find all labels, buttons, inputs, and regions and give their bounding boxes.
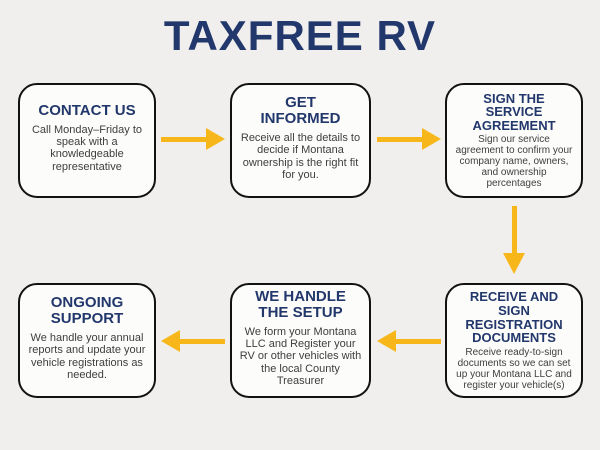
step-description: We handle your annual reports and update… — [28, 331, 146, 381]
step-description: We form your Montana LLC and Register yo… — [239, 325, 362, 387]
arrow-shaft — [377, 136, 422, 142]
step-title: SIGN THE SERVICE AGREEMENT — [472, 90, 556, 133]
arrow-right-icon — [377, 128, 441, 150]
arrow-left-icon — [377, 330, 441, 352]
step-card-contact-us: CONTACT US Call Monday–Friday to speak w… — [18, 83, 156, 198]
arrow-shaft — [511, 206, 517, 253]
step-title: CONTACT US — [38, 102, 136, 120]
step-card-receive-sign-registration-documents: RECEIVE AND SIGN REGISTRATION DOCUMENTS … — [445, 283, 583, 398]
arrow-shaft — [161, 136, 206, 142]
arrow-head — [377, 330, 396, 352]
step-title: GET INFORMED — [260, 93, 341, 128]
arrow-head — [161, 330, 180, 352]
arrow-head — [206, 128, 225, 150]
arrow-shaft — [180, 338, 225, 344]
step-description: Call Monday–Friday to speak with a knowl… — [31, 123, 143, 173]
arrow-right-icon — [161, 128, 225, 150]
step-description: Sign our service agreement to confirm yo… — [455, 134, 573, 190]
step-card-get-informed: GET INFORMED Receive all the details to … — [230, 83, 371, 198]
step-title: RECEIVE AND SIGN REGISTRATION DOCUMENTS — [465, 289, 563, 346]
page-title: TAXFREE RV — [163, 12, 437, 59]
arrow-head — [422, 128, 441, 150]
step-card-we-handle-the-setup: WE HANDLE THE SETUP We form your Montana… — [230, 283, 371, 398]
step-description: Receive all the details to decide if Mon… — [240, 131, 361, 181]
step-title: WE HANDLE THE SETUP — [255, 287, 346, 322]
step-description: Receive ready-to-sign documents so we ca… — [456, 346, 572, 391]
arrow-down-icon — [503, 206, 525, 274]
step-card-ongoing-support: ONGOING SUPPORT We handle your annual re… — [18, 283, 156, 398]
arrow-left-icon — [161, 330, 225, 352]
step-title: ONGOING SUPPORT — [50, 293, 124, 328]
arrow-shaft — [396, 338, 441, 344]
step-card-sign-service-agreement: SIGN THE SERVICE AGREEMENT Sign our serv… — [445, 83, 583, 198]
arrow-head — [503, 253, 525, 274]
